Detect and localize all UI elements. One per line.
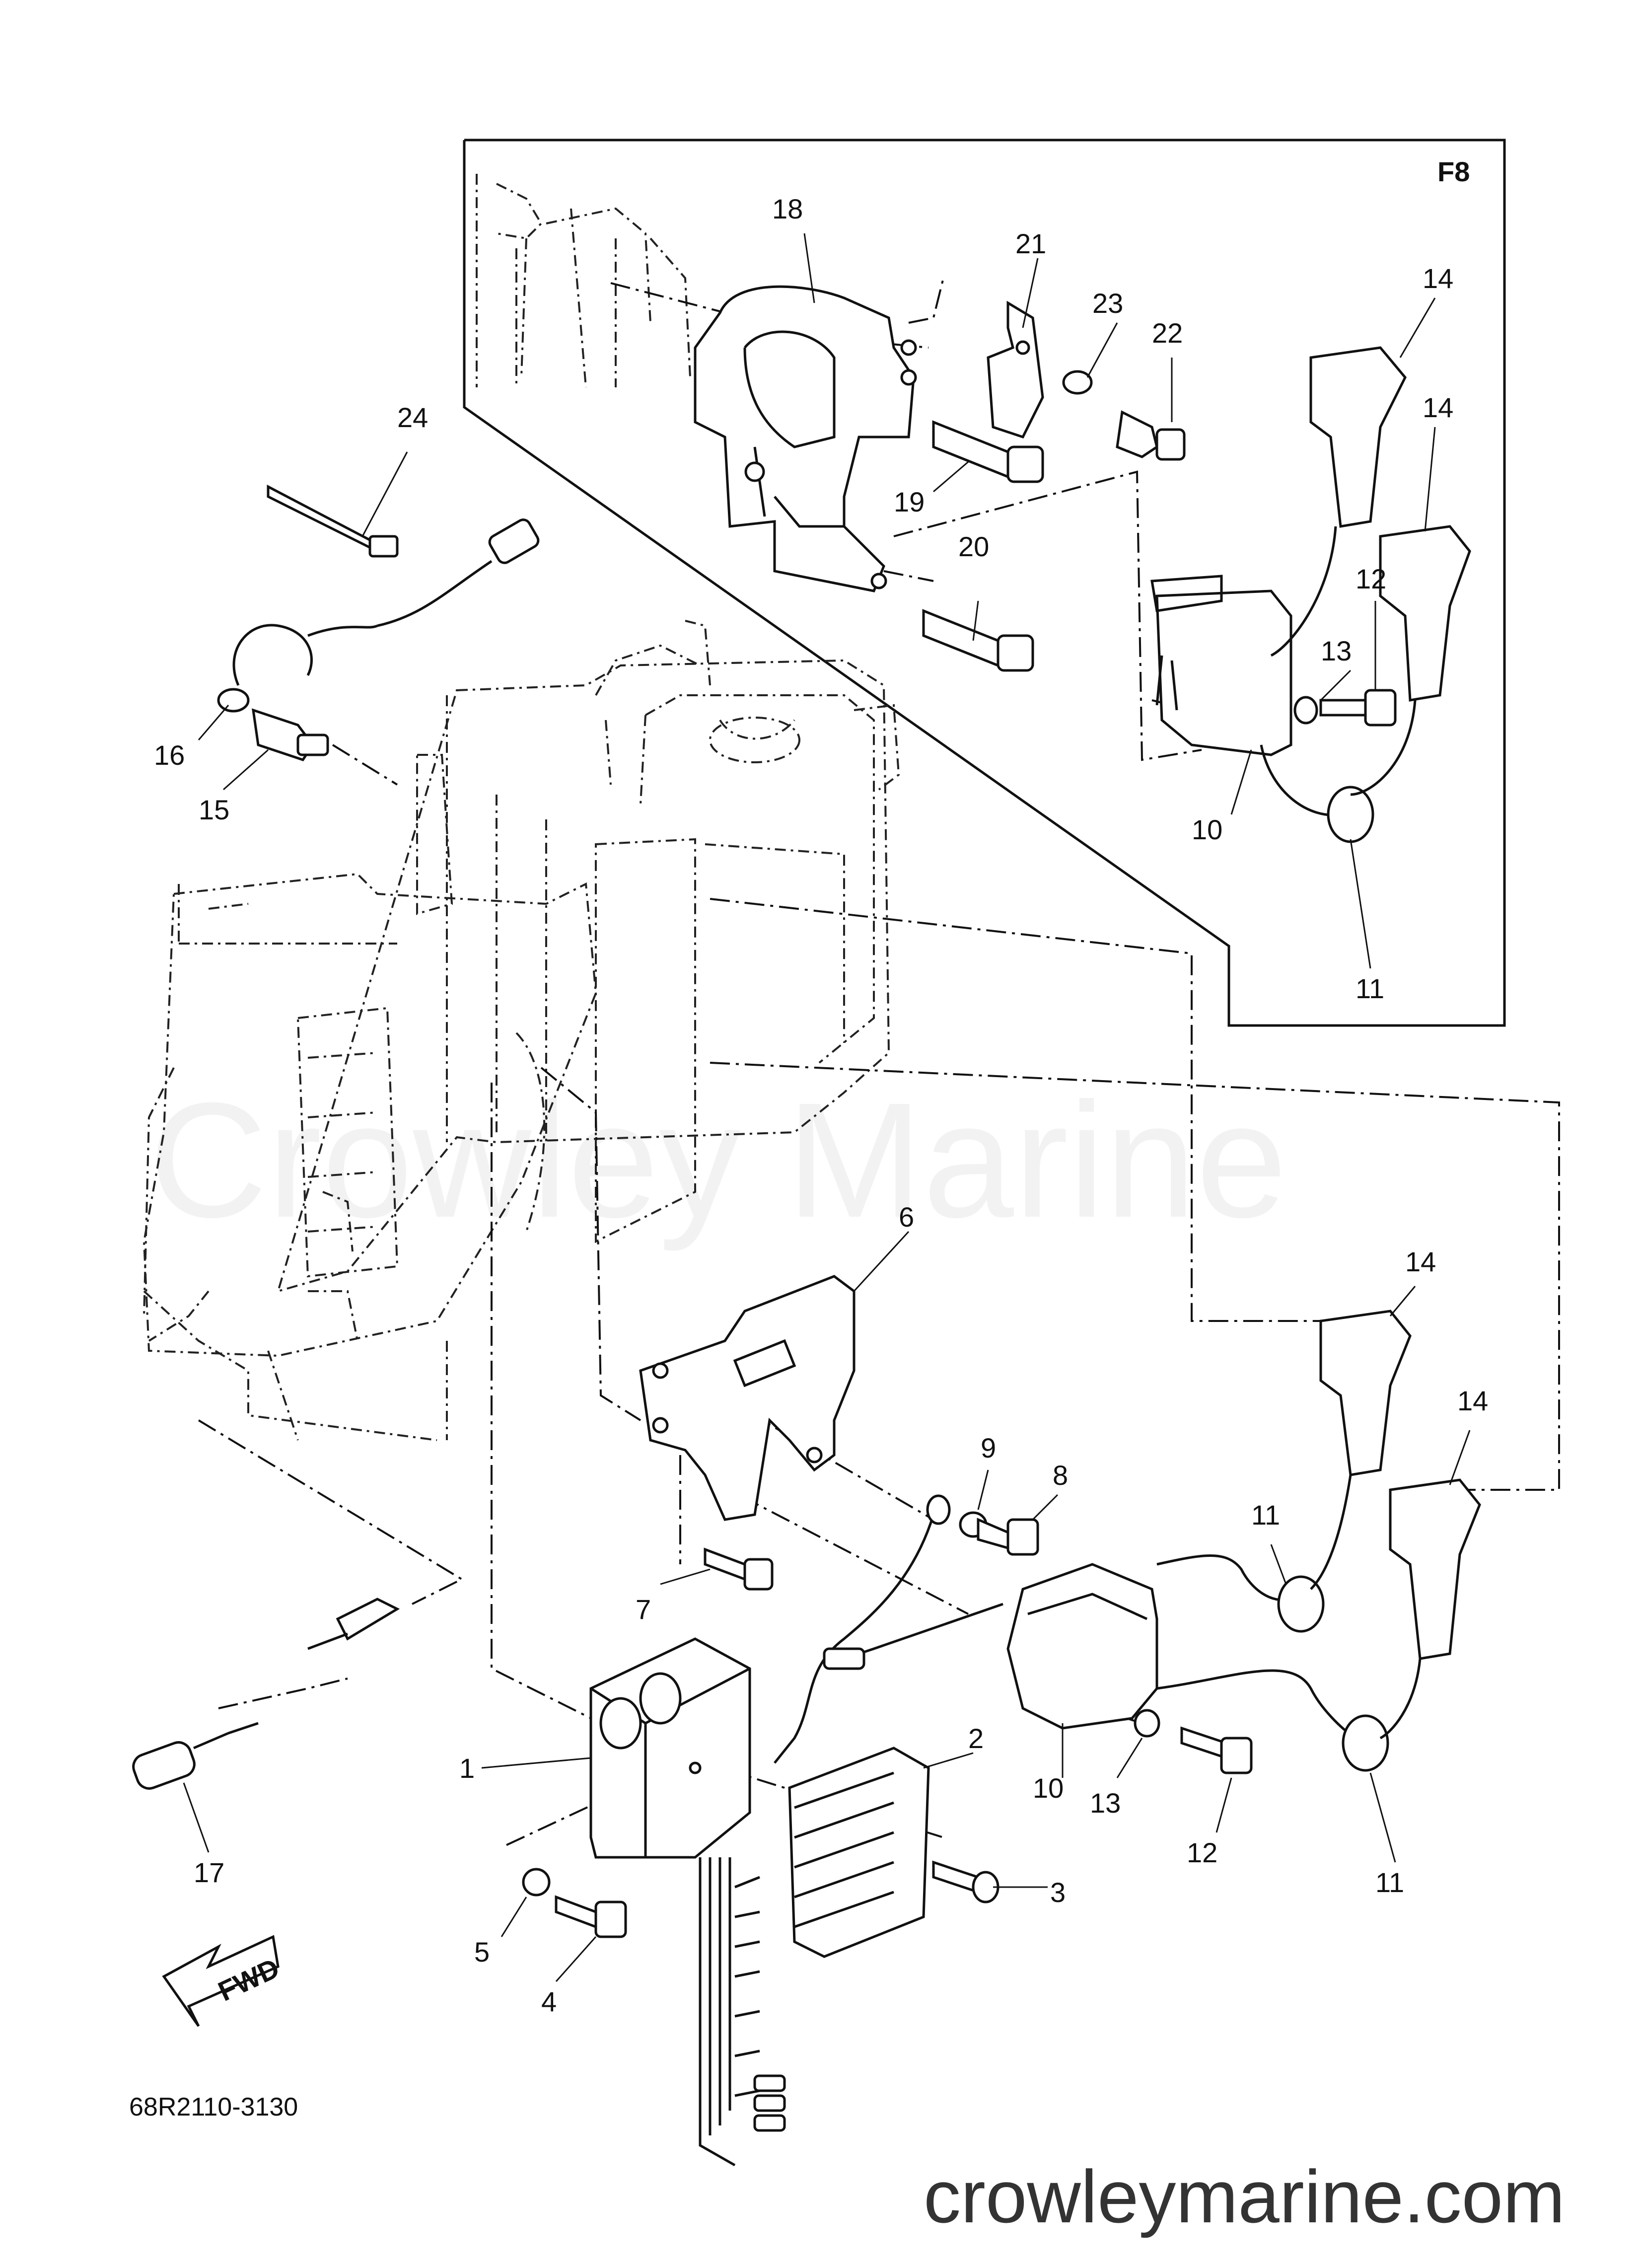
cable-tie-part-24 <box>267 484 399 558</box>
callout-10-b: 10 <box>1033 1772 1064 1804</box>
washer-part-13-inset <box>1293 696 1318 725</box>
callout-12-b: 12 <box>1187 1837 1217 1868</box>
callout-11-a: 11 <box>1356 973 1384 1004</box>
ground-lead-wire <box>774 1514 935 1764</box>
callout-1: 1 <box>459 1753 475 1784</box>
bolt-part-12-lower <box>1180 1726 1253 1774</box>
callout-9: 9 <box>981 1432 996 1463</box>
inset-frame <box>463 139 1506 1027</box>
wire-harness <box>699 1857 786 2167</box>
callout-leaders <box>183 233 1471 1982</box>
callout-14-c: 14 <box>1405 1246 1436 1277</box>
part-code: 68R2110-3130 <box>129 2093 298 2122</box>
spark-plug-cap-part-14-d <box>1379 1478 1481 1740</box>
bolt-part-8 <box>977 1518 1039 1556</box>
rectifier-part-2 <box>788 1747 930 1958</box>
callout-8: 8 <box>1053 1460 1068 1491</box>
ignition-coil-part-10-lower <box>823 1554 1389 1772</box>
ground-lead-terminal <box>926 1494 951 1525</box>
callout-21: 21 <box>1015 228 1046 259</box>
callout-3: 3 <box>1050 1877 1066 1908</box>
frame-label: F8 <box>1437 156 1470 187</box>
sensor-lead-part-16 <box>217 518 540 713</box>
sensor-part-17 <box>132 1598 400 1790</box>
spark-plug-cap-part-14-b <box>1350 525 1471 796</box>
washer-part-5 <box>522 1868 551 1897</box>
callout-12-a: 12 <box>1356 563 1386 594</box>
spark-plug-cap-part-14-a <box>1270 346 1407 657</box>
callout-7: 7 <box>636 1594 651 1625</box>
ignition-coil-part-10-inset <box>1150 575 1374 843</box>
bracket-plate-part-6 <box>639 1275 856 1521</box>
callout-6: 6 <box>899 1201 914 1233</box>
callout-5: 5 <box>474 1936 490 1968</box>
callout-23: 23 <box>1092 288 1123 319</box>
callout-20: 20 <box>958 531 989 562</box>
callout-14-a: 14 <box>1423 263 1453 294</box>
watermark-text: Crowley Marine <box>149 1068 1287 1252</box>
bolt-part-4 <box>555 1895 627 1938</box>
callout-14-b: 14 <box>1423 392 1453 423</box>
callout-14-d: 14 <box>1457 1385 1488 1416</box>
washer-part-13-lower <box>1134 1709 1160 1738</box>
callout-11-c: 11 <box>1375 1867 1404 1898</box>
callout-13-b: 13 <box>1090 1787 1121 1819</box>
callout-24: 24 <box>397 402 428 433</box>
callout-10-a: 10 <box>1192 814 1222 845</box>
washer-part-23 <box>1062 370 1093 395</box>
bracket-part-18 <box>694 285 917 592</box>
bolt-part-19 <box>932 420 1044 483</box>
callout-16: 16 <box>154 739 185 771</box>
forward-direction-arrow: FWD <box>162 1935 284 2027</box>
bolt-part-12-inset <box>1319 689 1397 727</box>
callout-11-b: 11 <box>1251 1499 1280 1531</box>
callout-4: 4 <box>541 1986 557 2017</box>
screw-part-7 <box>704 1547 774 1591</box>
callout-13-a: 13 <box>1321 635 1352 666</box>
screw-part-3 <box>932 1860 999 1903</box>
callout-19: 19 <box>894 486 925 517</box>
bolt-part-20 <box>922 609 1034 672</box>
switch-part-15 <box>251 708 329 761</box>
callout-2: 2 <box>968 1723 984 1754</box>
callout-17: 17 <box>194 1857 224 1888</box>
callout-22: 22 <box>1152 317 1183 349</box>
callout-18: 18 <box>772 193 803 224</box>
engine-block-outline <box>143 174 900 1441</box>
bolt-part-22 <box>1116 410 1186 461</box>
callout-15: 15 <box>199 794 229 825</box>
clip-part-21 <box>987 300 1044 439</box>
callout-numbers: 18 21 23 22 14 14 12 13 10 11 19 20 24 1… <box>154 193 1488 2017</box>
cdi-unit-part-1 <box>589 1637 751 1859</box>
spark-plug-cap-part-14-c <box>1310 1310 1412 1590</box>
website-text: crowleymarine.com <box>924 2155 1565 2238</box>
